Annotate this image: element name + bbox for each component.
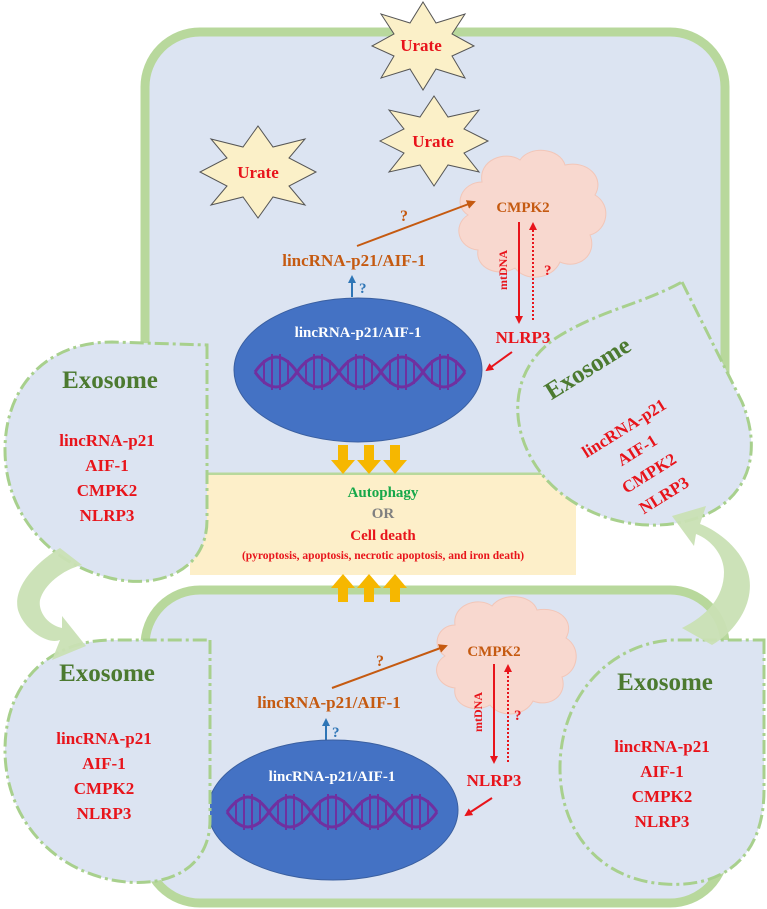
cell-death-zone: [190, 475, 576, 575]
urate-label-2: Urate: [412, 132, 454, 151]
or-label: OR: [372, 506, 395, 522]
yellow-up-arrows: [331, 574, 407, 602]
exosome-4-title: Exosome: [617, 669, 713, 696]
top-dna-helix: [253, 354, 467, 390]
bottom-question-2: ?: [514, 708, 522, 724]
exosome-1-item-2: AIF-1: [85, 456, 128, 475]
exosome-top-right-shape: [516, 279, 753, 527]
bottom-lincrna-label: lincRNA-p21/AIF-1: [257, 693, 401, 712]
urate-label-1: Urate: [400, 36, 442, 55]
exosome-3-item-2: AIF-1: [82, 754, 125, 773]
exosome-3-title: Exosome: [59, 660, 155, 687]
top-mtdna-label: mtDNA: [496, 250, 510, 290]
exosome-1-item-3: CMPK2: [77, 481, 137, 500]
bottom-lincrna-to-cmpk2-arrow: [331, 644, 448, 689]
exosome-4-item-4: NLRP3: [635, 812, 690, 831]
exosome-1-item-1: lincRNA-p21: [59, 431, 154, 450]
top-nlrp3-to-nucleus-arrow: [485, 351, 513, 372]
top-question-2: ?: [544, 263, 552, 279]
urate-label-3: Urate: [237, 163, 279, 182]
urate-star-3: [198, 125, 318, 219]
bottom-cmpk2-label: CMPK2: [467, 644, 520, 660]
bottom-question-1: ?: [376, 653, 384, 670]
exosome-3-item-3: CMPK2: [74, 779, 134, 798]
exosome-bottom-right-shape: [558, 638, 766, 886]
autophagy-label: Autophagy: [348, 485, 419, 501]
bottom-nucleus-label: lincRNA-p21/AIF-1: [269, 769, 396, 785]
urate-star-2: [378, 95, 490, 187]
bottom-question-3: ?: [332, 725, 340, 741]
bottom-mitochondria-cloud: [436, 596, 577, 715]
top-nucleus: [233, 297, 483, 443]
exosome-3-item-4: NLRP3: [77, 804, 132, 823]
top-nucleus-label: lincRNA-p21/AIF-1: [295, 325, 422, 341]
top-nlrp3-label: NLRP3: [496, 328, 551, 347]
bottom-dna-helix: [225, 794, 439, 830]
yellow-down-arrows: [331, 445, 407, 474]
exosome-1-item-4: NLRP3: [80, 506, 135, 525]
cell-death-label: Cell death: [350, 528, 416, 544]
exosome-4-item-1: lincRNA-p21: [614, 737, 709, 756]
bottom-nlrp3-label: NLRP3: [467, 771, 522, 790]
top-question-3: ?: [359, 281, 367, 297]
exosome-4-item-2: AIF-1: [640, 762, 683, 781]
exosome-bottom-left-shape: [3, 638, 212, 884]
bottom-mtdna-label: mtDNA: [471, 692, 485, 732]
top-lincrna-label: lincRNA-p21/AIF-1: [282, 251, 426, 270]
urate-star-1: [370, 1, 476, 91]
top-lincrna-to-cmpk2-arrow: [356, 200, 476, 247]
exosome-3-item-1: lincRNA-p21: [56, 729, 151, 748]
top-cmpk2-label: CMPK2: [496, 200, 549, 216]
exosome-4-item-3: CMPK2: [632, 787, 692, 806]
top-mitochondria-cloud: [458, 149, 607, 278]
left-curved-transfer-arrow: [17, 548, 86, 660]
cell-death-types-label: (pyroptosis, apoptosis, necrotic apoptos…: [242, 550, 524, 562]
bottom-nlrp3-to-nucleus-arrow: [464, 797, 493, 817]
exosome-top-left-shape: [3, 340, 209, 583]
top-question-1: ?: [400, 208, 408, 225]
exosome-1-title: Exosome: [62, 367, 158, 394]
right-curved-transfer-arrow: [672, 506, 750, 645]
